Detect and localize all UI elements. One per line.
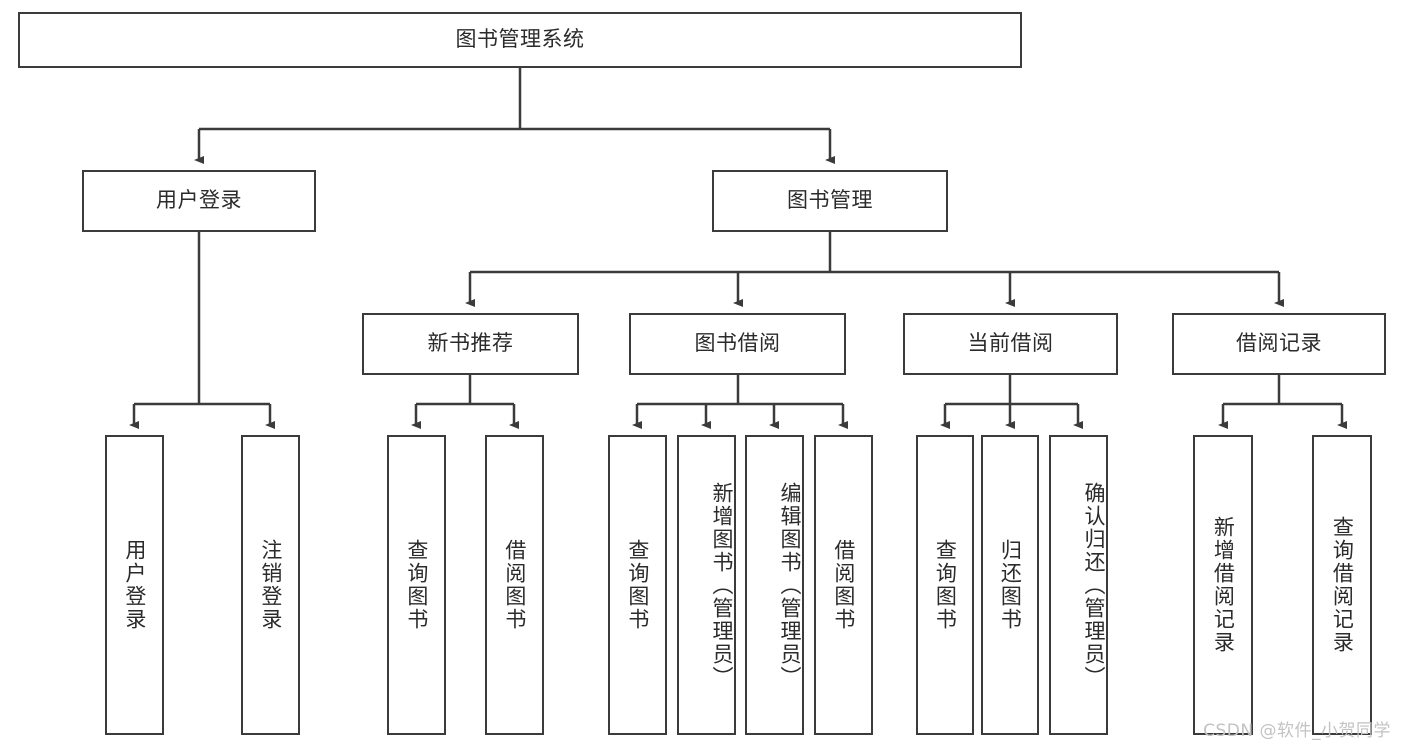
leaf-query-borrow-record-label: 查询借阅记录 [1330,516,1355,654]
leaf-edit-book-admin-label: 编辑图书（管理员） [778,481,802,689]
leaf-add-book-admin-label: 新增图书（管理员） [710,481,734,689]
leaf-confirm-return-admin-label: 确认归还（管理员） [1082,481,1106,689]
leaf-return-book[interactable]: 归还图书 [981,435,1039,735]
leaf-add-borrow-record-label: 新增借阅记录 [1211,516,1236,654]
node-current-borrow[interactable]: 当前借阅 [903,313,1118,375]
node-borrow-record-label: 借阅记录 [1236,331,1322,356]
leaf-query-book-borrow-label: 查询图书 [625,539,650,631]
leaf-edit-book-admin[interactable]: 编辑图书（管理员） [745,435,804,735]
leaf-user-login-label: 用户登录 [122,539,147,631]
leaf-query-book-recommend-label: 查询图书 [404,539,429,631]
leaf-borrow-book-recommend[interactable]: 借阅图书 [485,435,544,735]
node-new-book-recommend[interactable]: 新书推荐 [362,313,579,375]
node-book-borrow-label: 图书借阅 [694,331,781,356]
csdn-watermark: CSDN @软件_小贺同学 [1203,721,1391,741]
node-borrow-record[interactable]: 借阅记录 [1172,313,1386,375]
leaf-borrow-book-label: 借阅图书 [831,539,856,631]
node-user-login[interactable]: 用户登录 [82,170,316,232]
node-book-management[interactable]: 图书管理 [712,170,948,232]
leaf-add-book-admin[interactable]: 新增图书（管理员） [677,435,736,735]
leaf-user-login[interactable]: 用户登录 [105,435,164,735]
leaf-query-book-current[interactable]: 查询图书 [916,435,974,735]
leaf-query-borrow-record[interactable]: 查询借阅记录 [1312,435,1372,735]
node-book-borrow[interactable]: 图书借阅 [629,313,846,375]
node-current-borrow-label: 当前借阅 [967,331,1054,356]
leaf-query-book-recommend[interactable]: 查询图书 [387,435,446,735]
node-root[interactable]: 图书管理系统 [18,12,1022,68]
node-new-book-recommend-label: 新书推荐 [427,331,514,356]
node-user-login-label: 用户登录 [156,188,242,213]
node-root-label: 图书管理系统 [455,27,585,52]
leaf-query-book-current-label: 查询图书 [933,539,958,631]
leaf-add-borrow-record[interactable]: 新增借阅记录 [1193,435,1253,735]
leaf-query-book-borrow[interactable]: 查询图书 [608,435,667,735]
leaf-confirm-return-admin[interactable]: 确认归还（管理员） [1049,435,1108,735]
leaf-logout[interactable]: 注销登录 [241,435,300,735]
leaf-borrow-book[interactable]: 借阅图书 [814,435,873,735]
leaf-return-book-label: 归还图书 [998,539,1023,631]
leaf-logout-label: 注销登录 [258,539,283,631]
node-book-management-label: 图书管理 [787,188,873,213]
leaf-borrow-book-recommend-label: 借阅图书 [502,539,527,631]
